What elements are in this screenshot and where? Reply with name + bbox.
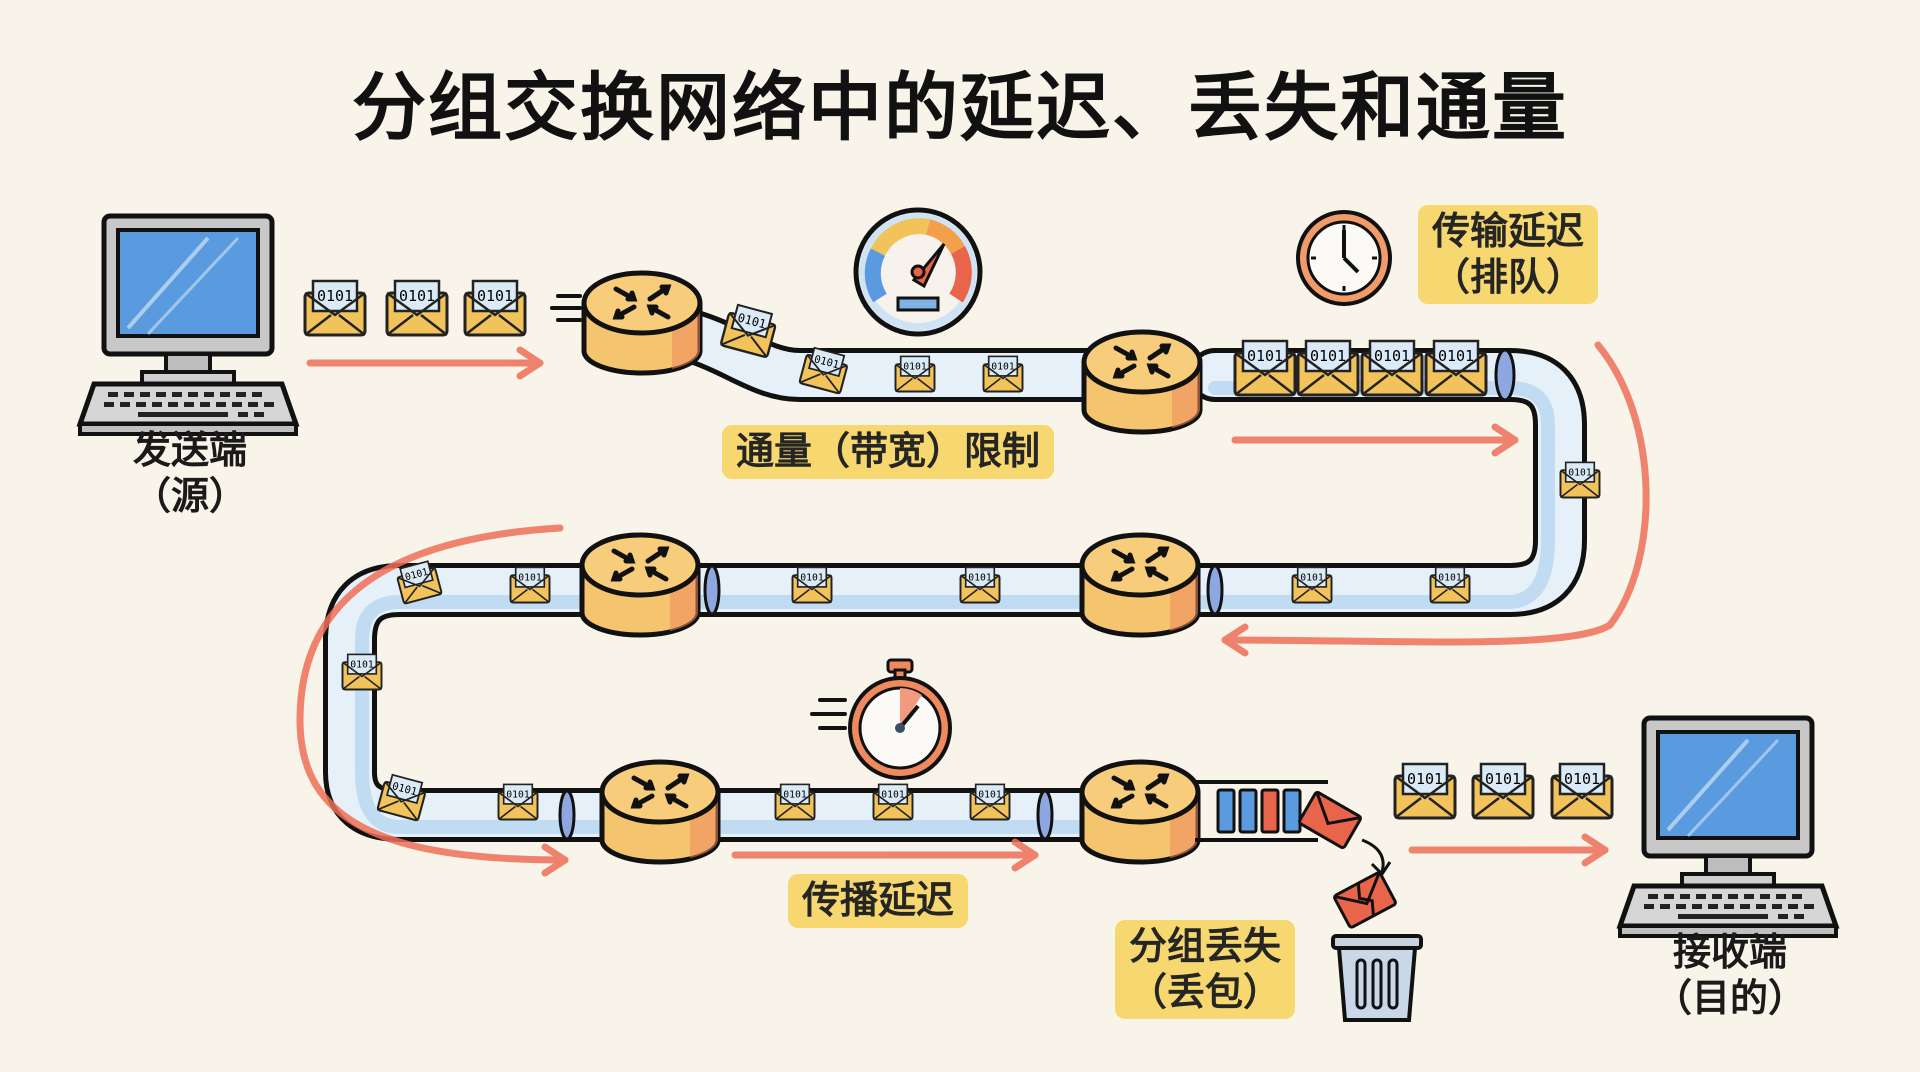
loss-title: 分组丢失 (1129, 924, 1282, 968)
envelope-packet-icon: 0101 (1233, 339, 1297, 397)
envelope-packet-icon: 0101 (719, 302, 780, 359)
packet-bits: 0101 (1485, 770, 1521, 788)
packet-bits: 0101 (903, 361, 927, 372)
envelope-packet-icon: 0101 (791, 566, 833, 604)
packet-bits: 0101 (1374, 347, 1410, 365)
packet-bits: 0101 (783, 789, 807, 800)
throughput-label: 通量（带宽）限制 (722, 425, 1055, 479)
sender-label: 发送端 （源） (110, 428, 270, 519)
packet-bits: 0101 (978, 789, 1002, 800)
transmission-title: 传输延迟 (1432, 209, 1585, 253)
sender-role: （源） (132, 473, 247, 518)
stopwatch-icon (848, 658, 952, 780)
router-icon (1084, 332, 1200, 432)
router-icon (1082, 535, 1198, 635)
router-icon (1082, 762, 1198, 862)
packet-bits: 0101 (1568, 467, 1592, 478)
envelope-packet-icon: 0101 (982, 355, 1024, 393)
router-icon (582, 535, 698, 635)
speedometer-icon (853, 207, 983, 337)
packet-bits: 0101 (968, 572, 992, 583)
pipe-joint (1206, 564, 1224, 616)
pipe-joint (1036, 789, 1054, 841)
envelope-packet-icon: 0101 (1550, 762, 1614, 820)
packet-bits: 0101 (518, 572, 542, 583)
trash-can-icon (1331, 934, 1423, 1022)
packet-bits: 0101 (1407, 770, 1443, 788)
pipe-joint (558, 789, 576, 841)
envelope-packet-icon: 0101 (1291, 566, 1333, 604)
packet-bits: 0101 (506, 789, 530, 800)
transmission-delay-label: 传输延迟 （排队） (1418, 205, 1599, 305)
buffer-slot (1216, 788, 1236, 834)
receiver-computer-icon (1620, 718, 1836, 936)
envelope-packet-icon: 0101 (497, 783, 539, 821)
envelope-packet-icon: 0101 (376, 772, 429, 822)
buffer-slot (1282, 788, 1302, 834)
envelope-packet-icon: 0101 (303, 279, 367, 337)
packet-bits: 0101 (1438, 347, 1474, 365)
transmission-subtitle: （排队） (1432, 254, 1585, 299)
packet-bits: 0101 (1247, 347, 1283, 365)
envelope-packet-icon: 0101 (1559, 461, 1601, 499)
envelope-packet-icon: 0101 (341, 653, 383, 691)
packet-bits: 0101 (1438, 572, 1462, 583)
pipe-joint (1494, 348, 1516, 402)
packet-bits: 0101 (1564, 770, 1600, 788)
packet-bits: 0101 (477, 287, 513, 305)
sender-name: 发送端 (132, 428, 247, 472)
receiver-name: 接收端 (1672, 930, 1787, 974)
drop-arrow-icon (1361, 838, 1385, 873)
envelope-packet-icon: 0101 (1296, 339, 1360, 397)
buffer-slot (1238, 788, 1258, 834)
envelope-packet-icon: 0101 (1393, 762, 1457, 820)
sender-computer-icon (80, 216, 296, 434)
envelope-packet-icon: 0101 (463, 279, 527, 337)
envelope-packet-icon: 0101 (1471, 762, 1535, 820)
envelope-packet-icon: 0101 (959, 566, 1001, 604)
packet-bits: 0101 (991, 361, 1015, 372)
packet-bits: 0101 (881, 789, 905, 800)
envelope-packet-icon: 0101 (509, 566, 551, 604)
packet-bits: 0101 (1310, 347, 1346, 365)
envelope-packet-icon: 0101 (872, 783, 914, 821)
router-icon (584, 273, 700, 373)
packet-bits: 0101 (350, 659, 374, 670)
router-icon (602, 762, 718, 862)
packet-bits: 0101 (317, 287, 353, 305)
receiver-label: 接收端 （目的） (1650, 930, 1810, 1021)
pipe-joint (703, 564, 721, 616)
envelope-packet-icon: 0101 (1360, 339, 1424, 397)
packet-bits: 0101 (399, 287, 435, 305)
envelope-packet-icon: 0101 (894, 355, 936, 393)
envelope-packet-icon: 0101 (1429, 566, 1471, 604)
envelope-packet-icon: 0101 (969, 783, 1011, 821)
loss-subtitle: （丢包） (1129, 969, 1282, 1014)
envelope-packet-icon: 0101 (774, 783, 816, 821)
envelope-packet-icon: 0101 (1424, 339, 1488, 397)
packet-loss-label: 分组丢失 （丢包） (1115, 920, 1296, 1020)
propagation-delay-label: 传播延迟 (788, 874, 969, 928)
envelope-packet-icon: 0101 (385, 279, 449, 337)
router-buffer (1195, 780, 1328, 842)
receiver-role: （目的） (1653, 975, 1806, 1020)
buffer-slot (1260, 788, 1280, 834)
dropped-packet-icon (1298, 790, 1362, 849)
broken-packet-icon (1333, 871, 1397, 929)
envelope-packet-icon: 0101 (394, 558, 443, 605)
envelope-packet-icon: 0101 (798, 345, 851, 395)
clock-icon (1296, 210, 1392, 306)
page-title: 分组交换网络中的延迟、丢失和通量 (352, 65, 1568, 151)
speed-lines (550, 294, 847, 730)
flow-arrows (296, 341, 1650, 877)
packet-bits: 0101 (1300, 572, 1324, 583)
packet-bits: 0101 (800, 572, 824, 583)
